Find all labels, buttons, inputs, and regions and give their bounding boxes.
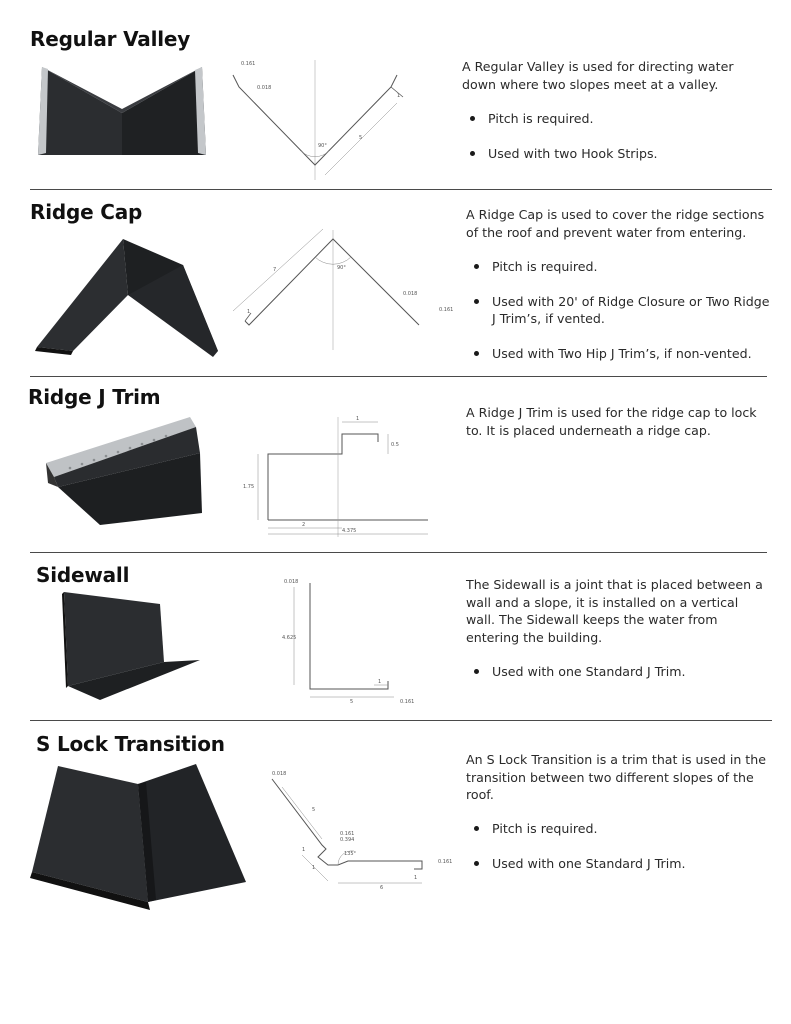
ridge-cap-description: A Ridge Cap is used to cover the ridge s…	[466, 206, 771, 241]
description-text: A Ridge J Trim is used for the ridge cap…	[466, 405, 757, 438]
drawing-label: 7	[273, 267, 276, 273]
section-title-sidewall: Sidewall	[36, 563, 130, 587]
ridge-j-trim-drawing: 1 0.5 1.75 2 4.375	[243, 416, 428, 537]
drawing-label: 2	[302, 522, 305, 528]
section-title-ridge-j-trim: Ridge J Trim	[28, 385, 161, 409]
drawing-label: 135°	[344, 851, 357, 857]
drawing-label: 1	[378, 679, 381, 685]
drawing-label: 6	[380, 885, 383, 891]
sidewall-bullets: Used with one Standard J Trim.	[470, 663, 770, 698]
drawing-label: 0.161	[438, 859, 452, 865]
description-text: A Regular Valley is used for directing w…	[462, 59, 734, 92]
drawing-label: 5	[312, 807, 315, 813]
ridge-j-trim-description: A Ridge J Trim is used for the ridge cap…	[466, 404, 766, 439]
drawing-label: 0.161	[400, 699, 414, 705]
drawing-label: 1	[356, 416, 359, 422]
s-lock-transition-photo	[30, 764, 246, 910]
drawing-label: 0.161	[340, 831, 354, 837]
description-text: A Ridge Cap is used to cover the ridge s…	[466, 207, 765, 240]
drawing-label: 1	[312, 865, 315, 871]
drawing-label: 0.394	[340, 837, 354, 843]
bullet-item: Used with one Standard J Trim.	[470, 663, 770, 681]
regular-valley-description: A Regular Valley is used for directing w…	[462, 58, 762, 93]
s-lock-transition-bullets: Pitch is required. Used with one Standar…	[470, 820, 770, 889]
drawing-label: 0.018	[272, 771, 286, 777]
section-title-regular-valley: Regular Valley	[30, 27, 191, 51]
drawing-label: 0.018	[403, 291, 417, 297]
drawing-label: 0.018	[284, 579, 298, 585]
drawing-label: 5	[350, 699, 353, 705]
section-divider	[30, 189, 772, 190]
drawing-label: 1	[414, 875, 417, 881]
ridge-cap-bullets: Pitch is required. Used with 20' of Ridg…	[470, 258, 770, 379]
s-lock-transition-description: An S Lock Transition is a trim that is u…	[466, 751, 771, 804]
sidewall-description: The Sidewall is a joint that is placed b…	[466, 576, 771, 646]
ridge-j-trim-photo	[46, 417, 202, 525]
bullet-item: Used with two Hook Strips.	[466, 145, 766, 163]
regular-valley-photo	[38, 67, 206, 155]
drawing-label: 90°	[318, 143, 327, 149]
ridge-cap-drawing: 7 90° 1 0.018 0.161	[232, 228, 453, 350]
bullet-item: Used with 20' of Ridge Closure or Two Ri…	[470, 293, 770, 328]
ridge-cap-photo	[35, 239, 218, 357]
drawing-label: 1	[302, 847, 305, 853]
drawing-label: 1	[247, 309, 250, 315]
drawing-label: 0.161	[241, 61, 255, 67]
drawing-label: 0.018	[257, 85, 271, 91]
drawing-label: 4.625	[282, 635, 296, 641]
sidewall-drawing: 0.018 4.625 1 5 0.161	[282, 579, 414, 705]
drawing-label: 4.375	[342, 528, 356, 534]
bullet-item: Pitch is required.	[470, 820, 770, 838]
drawing-label: 90°	[337, 265, 346, 271]
description-text: The Sidewall is a joint that is placed b…	[466, 577, 763, 645]
section-divider	[30, 376, 767, 377]
s-lock-transition-drawing: 0.018 5 0.161 0.394 1 1 135° 0.161 1 6	[271, 771, 452, 891]
bullet-item: Used with Two Hip J Trim’s, if non-vente…	[470, 345, 770, 363]
section-title-s-lock-transition: S Lock Transition	[36, 732, 225, 756]
regular-valley-drawing: 0.161 0.018 90° 5 1	[232, 60, 404, 180]
sidewall-photo	[62, 592, 200, 700]
bullet-item: Pitch is required.	[470, 258, 770, 276]
drawing-label: 1	[397, 93, 400, 99]
bullet-item: Pitch is required.	[466, 110, 766, 128]
drawing-label: 0.161	[439, 307, 453, 313]
bullet-item: Used with one Standard J Trim.	[470, 855, 770, 873]
regular-valley-bullets: Pitch is required. Used with two Hook St…	[466, 110, 766, 179]
section-title-ridge-cap: Ridge Cap	[30, 200, 143, 224]
drawing-label: 5	[359, 135, 362, 141]
section-divider	[30, 720, 772, 721]
description-text: An S Lock Transition is a trim that is u…	[466, 752, 766, 802]
section-divider	[30, 552, 767, 553]
drawing-label: 0.5	[391, 442, 399, 448]
drawing-label: 1.75	[243, 484, 254, 490]
